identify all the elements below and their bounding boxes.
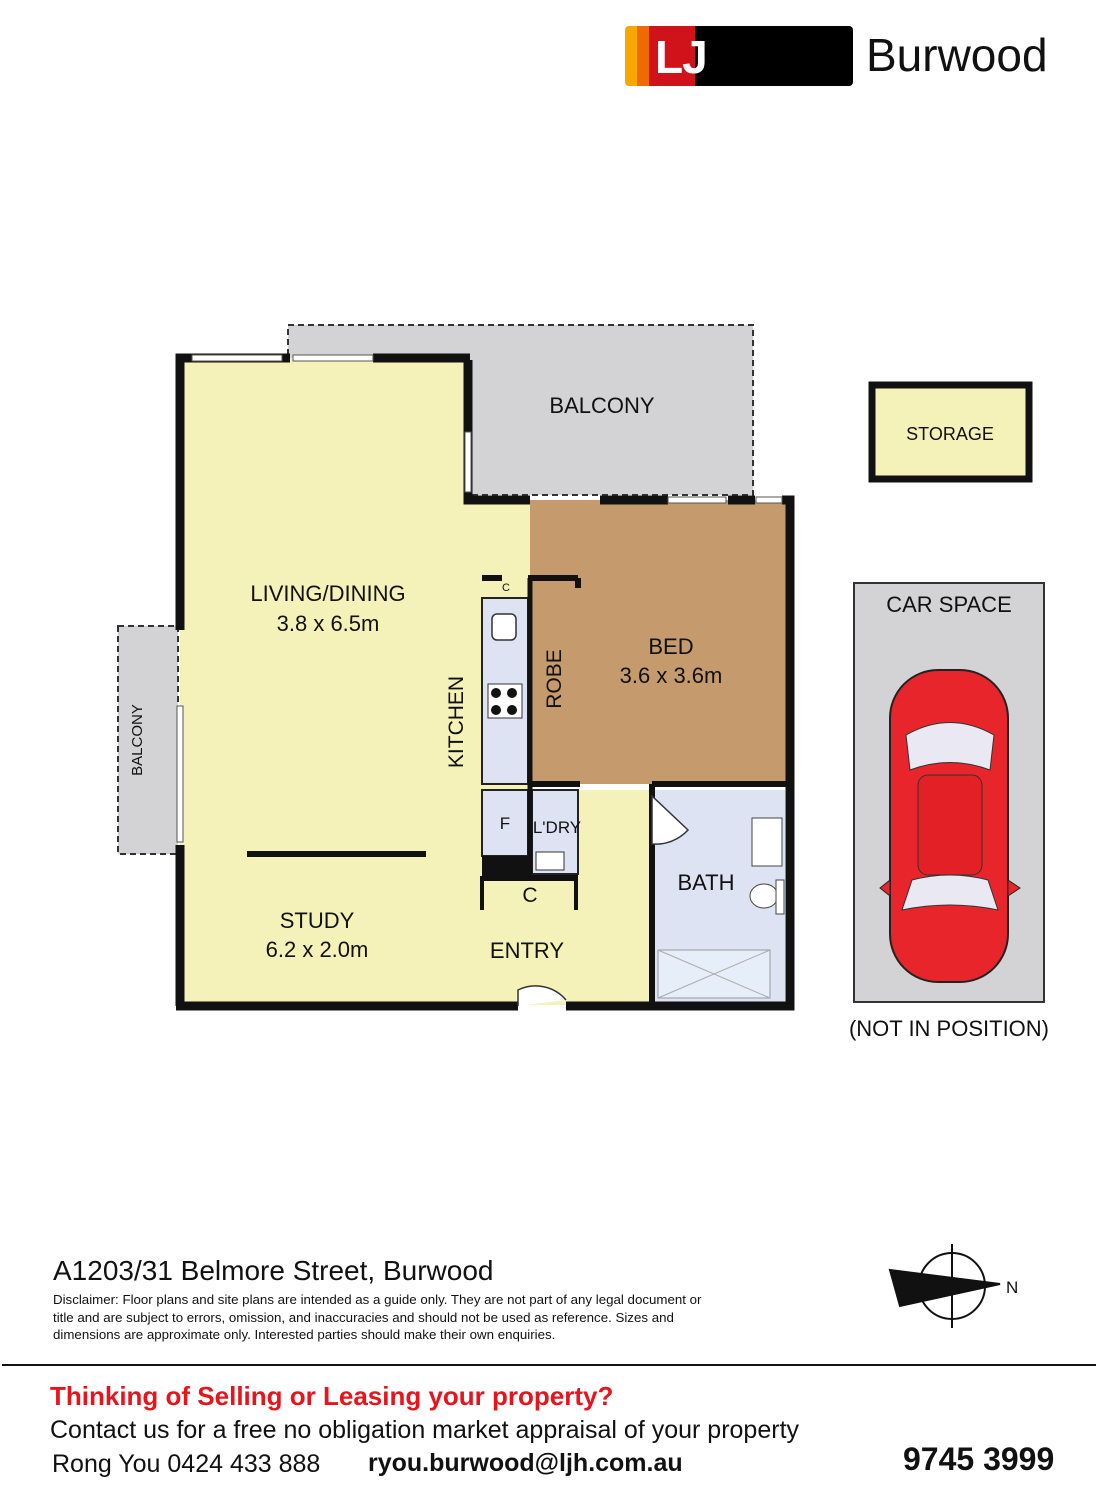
cupboard-label: C [522,884,537,907]
storage-label: STORAGE [906,424,994,444]
laundry-label: L'DRY [533,818,581,837]
bath-label: BATH [677,870,734,895]
balcony-left [117,625,179,855]
property-address: A1203/31 Belmore Street, Burwood [53,1255,494,1286]
disclaimer: Disclaimer: Floor plans and site plans a… [53,1292,702,1342]
living-size: 3.8 x 6.5m [277,611,380,636]
study-size: 6.2 x 2.0m [266,937,369,962]
kitchen-label: KITCHEN [445,676,468,768]
robe-label: ROBE [543,649,566,709]
footer-headline: Thinking of Selling or Leasing your prop… [50,1381,614,1411]
office-name: Burwood [866,29,1048,81]
entry-door-icon [517,985,567,1006]
windows [176,354,783,843]
study-label: STUDY [280,908,355,933]
laundry-tub-icon [535,851,565,871]
bed-size: 3.6 x 3.6m [620,663,723,688]
bedroom-area [530,500,787,784]
fridge-space [481,789,529,857]
sink-icon [491,613,517,641]
bed-label: BED [648,634,693,659]
pantry-label: C [502,582,510,594]
basin-icon [751,817,783,867]
logo: LJ Hooker [625,26,853,137]
living-label: LIVING/DINING [250,581,405,606]
car-note: (NOT IN POSITION) [849,1016,1049,1041]
footer-subline: Contact us for a free no obligation mark… [50,1416,800,1444]
agent-contact: Rong You 0424 433 888 [52,1450,321,1478]
logo-text: LJ Hooker [655,31,808,137]
agent-email[interactable]: ryou.burwood@ljh.com.au [368,1449,683,1477]
storage-box [868,381,1033,483]
fridge-label: F [500,814,510,833]
walls [175,353,795,1011]
office-phone[interactable]: 9745 3999 [903,1441,1055,1477]
balcony-left-label: BALCONY [129,704,146,776]
compass-north-label: N [1006,1278,1018,1297]
toilet-icon [749,883,779,909]
car-icon [879,669,1021,983]
entry-label: ENTRY [490,938,564,963]
car-space-label: CAR SPACE [886,592,1012,617]
bath-door-icon [651,794,690,845]
balcony-top-label: BALCONY [549,393,654,418]
compass-icon [888,1244,1001,1328]
cooktop-icon [487,683,523,719]
